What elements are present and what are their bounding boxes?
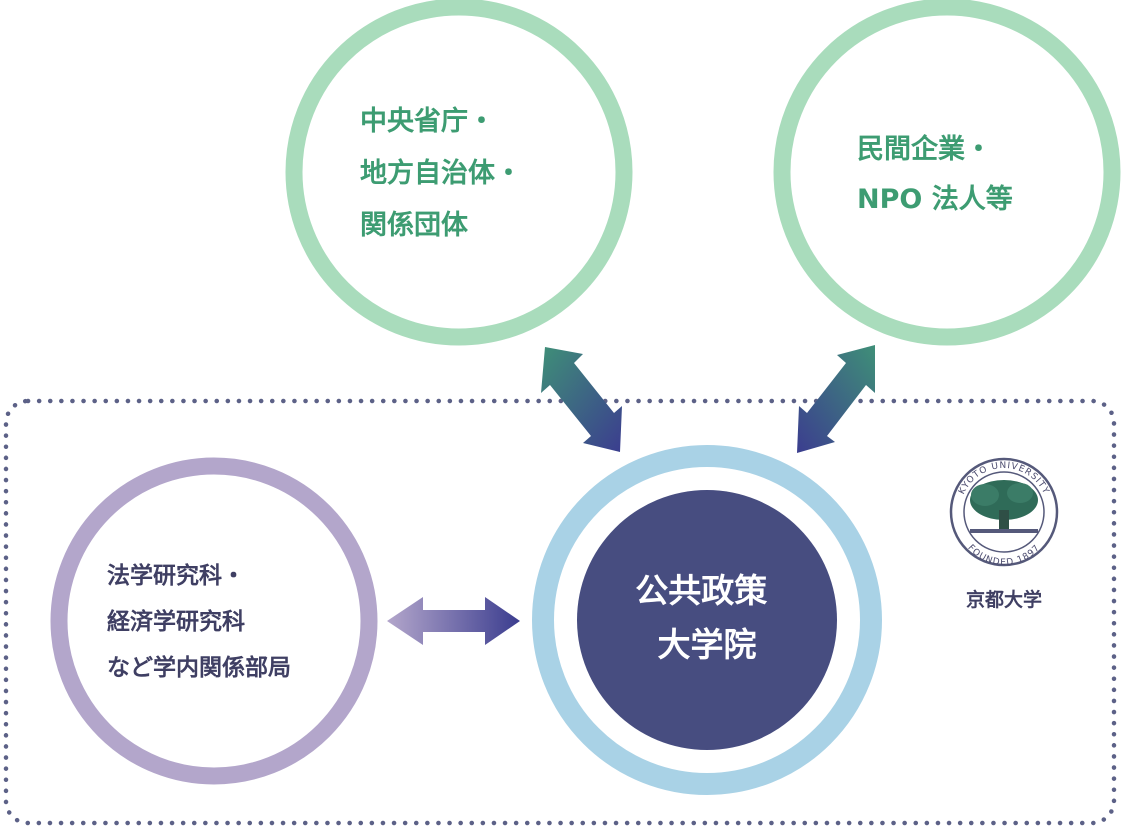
government-label: 中央省庁・ 地方自治体・ 関係団体	[360, 105, 531, 241]
departments-label: 法学研究科・ 経済学研究科 など学内関係部局	[107, 562, 291, 681]
double-arrow-departments	[387, 597, 520, 645]
double-arrow-private	[797, 345, 875, 453]
private-sector-label: 民間企業・ NPO 法人等	[857, 133, 1013, 215]
graduate-school-node: 公共政策 大学院	[532, 445, 882, 795]
departments-line: など学内関係部局	[107, 654, 291, 681]
graduate-school-label: 公共政策 大学院	[635, 571, 779, 664]
double-arrow-government	[541, 347, 622, 452]
private-sector-line: 民間企業・	[857, 133, 992, 165]
government-line: 地方自治体・	[360, 157, 522, 189]
university-boundary	[3, 398, 1117, 826]
government-node: 中央省庁・ 地方自治体・ 関係団体	[285, 0, 633, 346]
government-line: 中央省庁・	[360, 105, 495, 137]
government-line: 関係団体	[360, 210, 469, 241]
camphor-tree-icon	[970, 480, 1038, 533]
departments-line: 法学研究科・	[107, 562, 245, 589]
kyoto-university-seal: KYOTO UNIVERSITY FOUNDED 1897	[949, 457, 1059, 568]
university-label: 京都大学	[966, 588, 1042, 611]
departments-line: 経済学研究科	[107, 608, 245, 635]
graduate-school-line: 公共政策	[635, 571, 767, 610]
private-sector-node: 民間企業・ NPO 法人等	[773, 0, 1121, 346]
private-sector-line: NPO 法人等	[857, 183, 1013, 215]
departments-node: 法学研究科・ 経済学研究科 など学内関係部局	[50, 457, 378, 785]
graduate-school-line: 大学院	[658, 625, 757, 664]
